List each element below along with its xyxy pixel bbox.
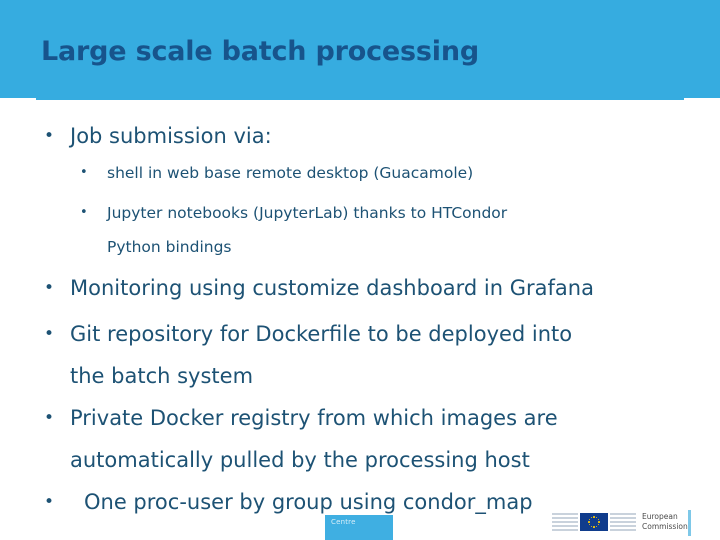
eu-star-icon: [590, 525, 593, 528]
bullet-marker-icon: •: [44, 126, 55, 146]
bullet-continuation-line: automatically pulled by the processing h…: [0, 448, 530, 472]
bullet-marker-icon: •: [80, 165, 88, 180]
bullet-text: Git repository for Dockerfile to be depl…: [70, 322, 573, 346]
bullet-item: • One proc-user by group using condor_map: [0, 490, 533, 514]
eu-flag-icon: [580, 513, 608, 531]
faded-flag-left-icon: [552, 513, 578, 531]
slide-header-band: [0, 0, 720, 98]
eu-star-icon: [595, 516, 598, 519]
page-title: Large scale batch processing: [41, 36, 479, 67]
bullet-continuation-line: the batch system: [0, 364, 253, 388]
bullet-marker-icon: •: [44, 278, 55, 298]
bullet-text: the batch system: [70, 364, 254, 388]
bullet-text: automatically pulled by the processing h…: [70, 448, 530, 472]
eu-star-icon: [593, 515, 595, 518]
ec-line-2: Commission: [642, 521, 688, 531]
eu-star-icon: [597, 523, 600, 526]
bullet-item: • Private Docker registry from which imag…: [0, 406, 558, 430]
ec-line-1: European: [642, 512, 678, 521]
faded-flag-right-icon: [610, 513, 636, 531]
bullet-item: • Jupyter notebooks (JupyterLab) thanks t…: [0, 204, 507, 222]
european-commission-logo: European Commission: [552, 511, 688, 538]
eu-star-icon: [598, 521, 600, 523]
bullet-marker-icon: •: [44, 324, 55, 344]
bullet-item: • Job submission via:: [0, 124, 272, 148]
bullet-text: Python bindings: [107, 238, 232, 256]
bullet-marker-icon: •: [44, 408, 55, 428]
bullet-text: Jupyter notebooks (JupyterLab) thanks to…: [107, 204, 508, 222]
bullet-marker-icon: •: [80, 205, 88, 220]
bullet-text: shell in web base remote desktop (Guacam…: [107, 164, 474, 182]
bullet-marker-icon: •: [44, 492, 55, 512]
bullet-item: • shell in web base remote desktop (Guaca…: [0, 164, 473, 182]
european-commission-text: European Commission: [642, 512, 688, 531]
bullet-text: Job submission via:: [70, 124, 272, 148]
bullet-text: One proc-user by group using condor_map: [84, 490, 533, 514]
bullet-continuation-line: Python bindings: [0, 238, 232, 256]
bullet-item: • Monitoring using customize dashboard in…: [0, 276, 594, 300]
slide-body: • Job submission via: • shell in web base r…: [0, 104, 720, 540]
bullet-text: Private Docker registry from which image…: [70, 406, 558, 430]
eu-star-icon: [588, 523, 591, 526]
eu-star-icon: [595, 525, 598, 528]
centre-logo: Centre: [325, 515, 393, 540]
bullet-item: • Git repository for Dockerfile to be dep…: [0, 322, 572, 346]
eu-star-icon: [597, 518, 600, 521]
eu-star-icon: [593, 526, 595, 528]
bullet-text: Monitoring using customize dashboard in …: [70, 276, 594, 300]
centre-logo-label: Centre: [331, 518, 356, 526]
eu-star-icon: [587, 521, 590, 523]
eu-star-icon: [590, 516, 593, 519]
header-underline: [36, 97, 684, 100]
footer-divider: [688, 510, 691, 536]
eu-star-icon: [588, 518, 591, 521]
